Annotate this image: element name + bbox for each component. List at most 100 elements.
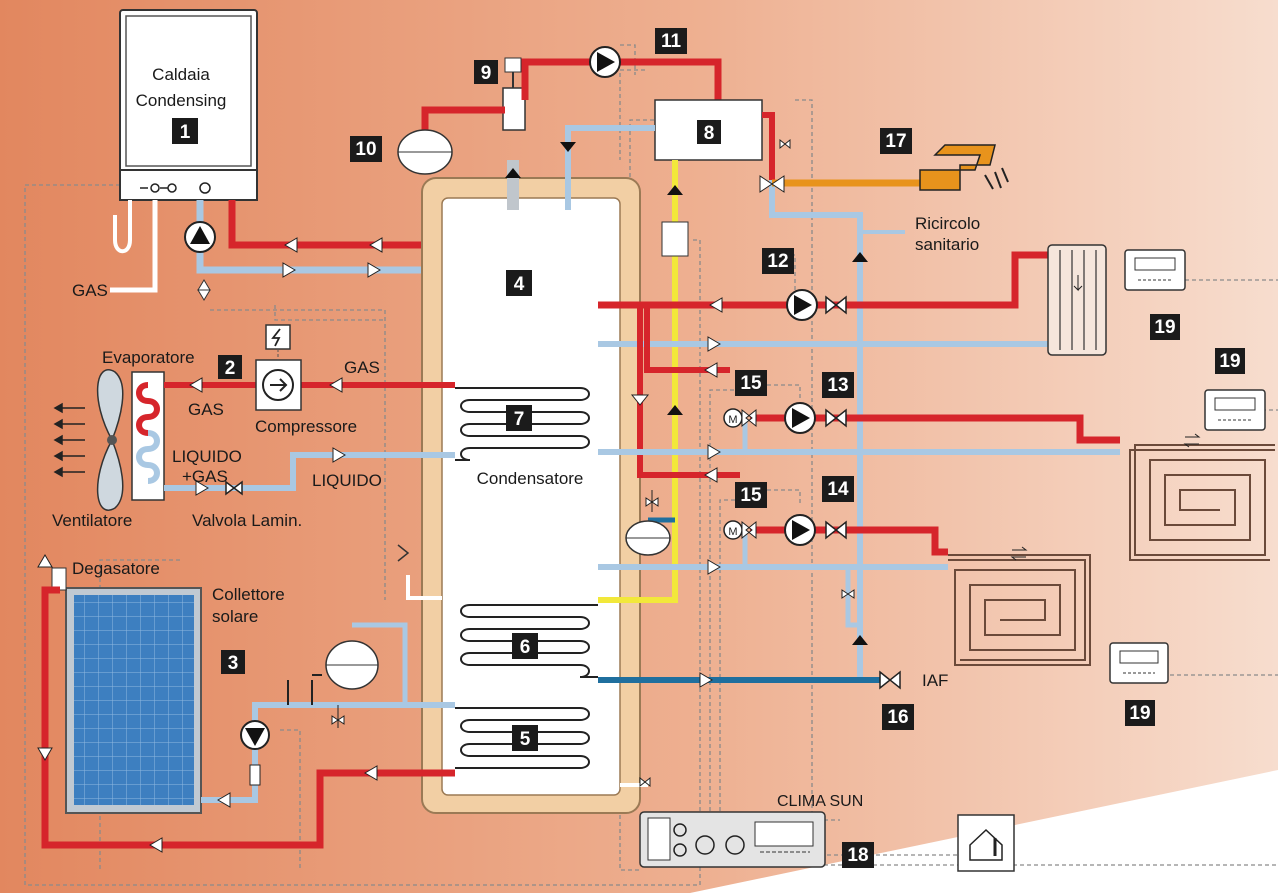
thermostat-icon	[1124, 249, 1186, 291]
flowmeter-icon	[661, 221, 689, 257]
condenser-label: Condensatore	[477, 469, 584, 488]
floor2-dir-arrows	[1010, 546, 1028, 561]
badge-6	[512, 633, 538, 659]
badge-1-text: 1	[180, 122, 191, 143]
badge-19b-text: 19	[1219, 351, 1240, 372]
svg-text:M: M	[728, 414, 737, 426]
evaporator-label: Evaporatore	[102, 348, 195, 367]
collector-label-1: Collettore	[212, 585, 285, 604]
drain-valve-icon	[197, 279, 211, 301]
recirc-branch-valve-icon	[841, 589, 855, 599]
floor1-pump-icon	[784, 402, 816, 434]
radiator-icon	[1047, 244, 1107, 356]
gas-supply-pipe	[110, 200, 158, 293]
storage-tank	[421, 177, 641, 814]
fan-icon	[96, 369, 124, 511]
badge-18	[842, 842, 874, 868]
evaporator	[131, 371, 165, 501]
solar-pump-icon	[240, 720, 270, 750]
badge-11	[655, 28, 687, 54]
floor-heating-icon	[1129, 444, 1275, 561]
gas-right-label: GAS	[344, 358, 380, 377]
dhw-riser-arrow	[505, 168, 521, 178]
dhw-hot-out	[762, 112, 775, 180]
airflow-arrows	[53, 402, 85, 478]
badge-19c	[1125, 700, 1155, 726]
boiler-label-1: Caldaia	[152, 65, 210, 84]
boiler-label-2: Condensing	[136, 91, 227, 110]
return-arrows	[282, 262, 381, 278]
badge-6-text: 6	[520, 637, 531, 658]
branch-arrow	[630, 394, 650, 406]
rad-flow-arrow	[709, 297, 723, 313]
boiler: Caldaia Condensing	[119, 9, 258, 201]
badge-15b	[735, 482, 767, 508]
check-valve-icon	[249, 764, 261, 786]
badge-12-text: 12	[767, 251, 788, 272]
badge-4-text: 4	[514, 274, 525, 295]
badge-19c-text: 19	[1129, 703, 1150, 724]
dhw-pump-icon	[589, 46, 621, 78]
floor2-return-arrow	[707, 559, 721, 575]
badge-14-text: 14	[827, 479, 849, 500]
recirc-label-1: Ricircolo	[915, 214, 980, 233]
mixing-valve-icon: M	[723, 408, 757, 428]
flow-arrows	[284, 237, 383, 253]
tank-safety-pipe	[406, 575, 442, 600]
cold-inlet-arrow	[699, 672, 713, 688]
badge-7-text: 7	[514, 409, 525, 430]
badge-3	[221, 650, 245, 674]
rad-valve-icon	[825, 295, 847, 315]
badge-17-text: 17	[885, 131, 906, 152]
small-valve-icon	[779, 138, 791, 150]
pump-icon	[786, 289, 818, 321]
yellow-vessel-icon	[625, 517, 675, 556]
badge-13	[822, 372, 854, 398]
mixed-branch-pipe-1	[644, 305, 730, 373]
branch-arrows	[704, 362, 718, 483]
solar-collector-icon	[51, 567, 202, 814]
badge-15a	[735, 370, 767, 396]
floor2-pump-icon	[784, 514, 816, 546]
badge-8-text: 8	[704, 123, 715, 144]
badge-5	[512, 725, 538, 751]
tank-drain-valve-icon	[639, 776, 651, 788]
floor2-valve-icon	[825, 520, 847, 540]
degasser-label: Degasatore	[72, 559, 160, 578]
badge-15a-text: 15	[740, 373, 762, 394]
badge-2	[218, 355, 242, 379]
solar-coil	[455, 707, 590, 769]
solar-flow-arrows	[37, 554, 53, 761]
badge-16-text: 16	[887, 707, 908, 728]
badge-18-text: 18	[847, 845, 868, 866]
liquid-label: LIQUIDO	[312, 471, 382, 490]
tank-safety-valve-icon	[397, 544, 410, 562]
badge-8	[697, 120, 721, 144]
badge-19a-text: 19	[1154, 317, 1175, 338]
badge-19b	[1215, 348, 1245, 374]
thermostat-3-icon	[1109, 642, 1169, 684]
dhw-return-pipe	[565, 125, 655, 210]
badge-14	[822, 476, 854, 502]
badge-12	[762, 248, 794, 274]
collector-label-2: solare	[212, 607, 258, 626]
badge-7	[506, 405, 532, 431]
compressor-icon	[255, 324, 302, 411]
control-wiring	[24, 44, 1278, 886]
solar-expansion-vessel-icon	[325, 622, 408, 705]
badge-16	[882, 704, 914, 730]
expansion-valve-icon	[225, 480, 243, 496]
badge-9-text: 9	[481, 63, 492, 84]
rad-return-arrow	[707, 336, 721, 352]
badge-19a	[1150, 314, 1180, 340]
badge-17	[880, 128, 912, 154]
floor1-dir-arrows	[1183, 433, 1201, 448]
badge-13-text: 13	[827, 375, 848, 396]
badge-3-text: 3	[228, 653, 239, 674]
faucet-icon	[919, 144, 1009, 191]
badge-9	[474, 60, 498, 84]
gas-arrows	[189, 377, 343, 393]
liquid-gas-label-2: +GAS	[182, 467, 228, 486]
